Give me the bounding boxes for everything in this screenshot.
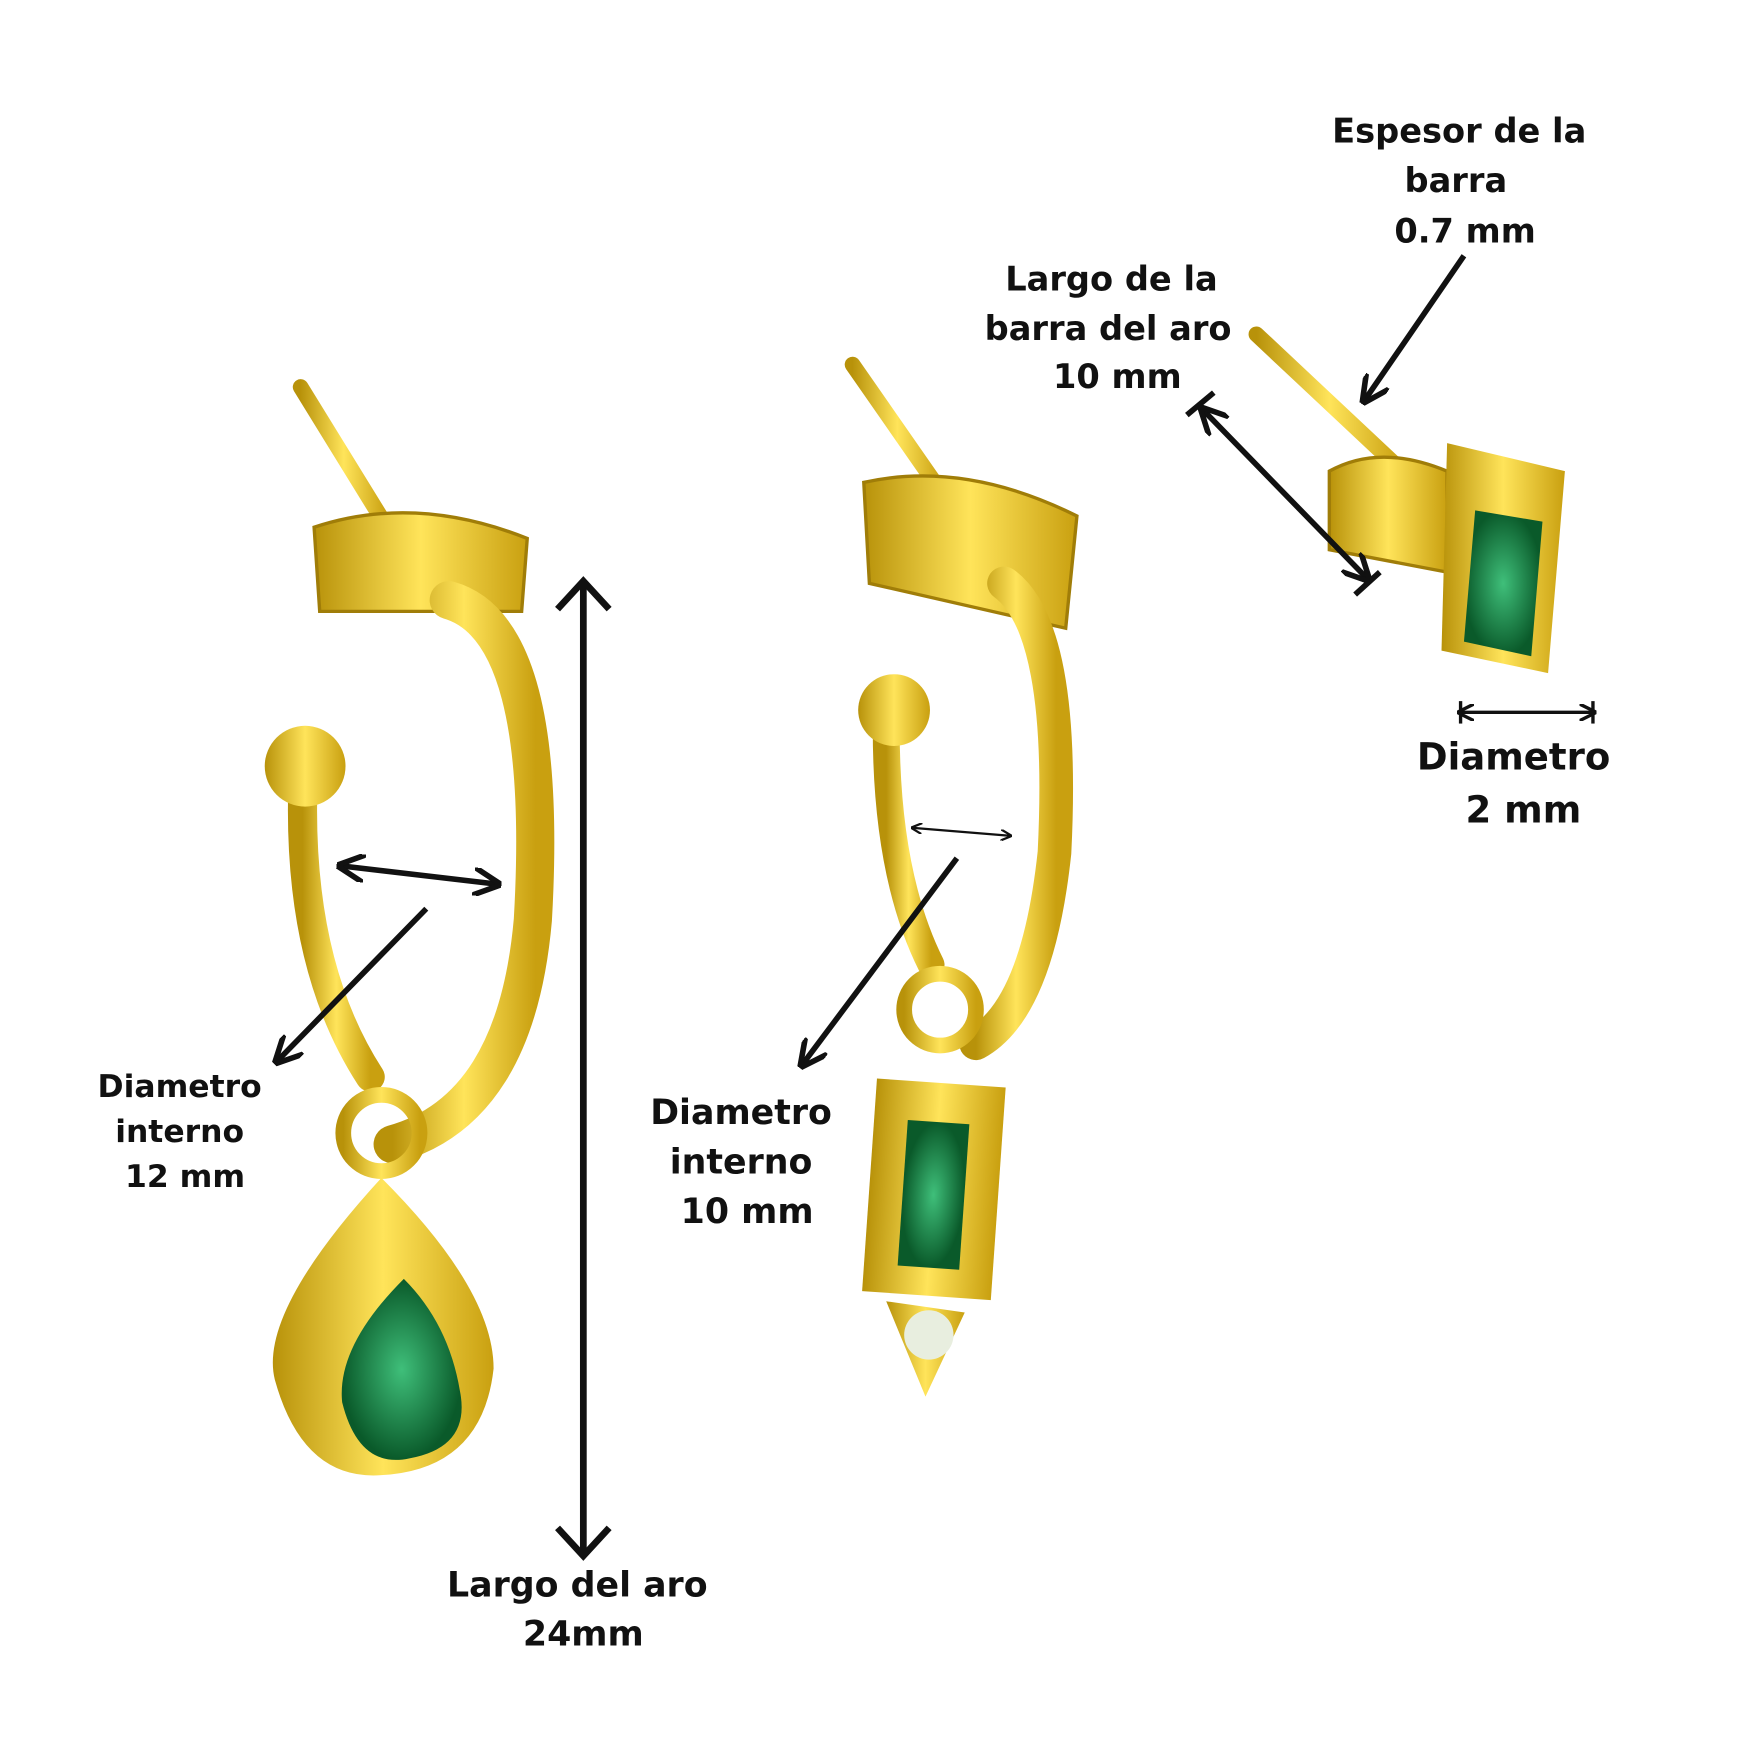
- bar-thickness-label: Espesor de la barra 0.7 mm: [1332, 111, 1598, 250]
- bar-length-label: Largo de la barra del aro 10 mm: [985, 260, 1244, 397]
- inner-diameter-left-label: Diametro interno 12 mm: [98, 1069, 273, 1195]
- dimension-arrows: [278, 254, 1593, 1561]
- earring-stud: [1248, 326, 1565, 674]
- hoop-length-label: Largo del aro 24mm: [447, 1565, 720, 1654]
- earring-baguette: [844, 356, 1079, 1397]
- stud-diameter-label: Diametro 2 mm: [1417, 736, 1623, 832]
- inner-diameter-mid-arrow: [913, 828, 1009, 836]
- earring-teardrop: [264, 379, 555, 1476]
- bar-thickness-arrow: [1365, 254, 1467, 400]
- bar-length-arrow: [1204, 411, 1367, 578]
- inner-diameter-mid-label: Diametro interno 10 mm: [650, 1093, 844, 1232]
- inner-diameter-left-arrow: [342, 866, 496, 884]
